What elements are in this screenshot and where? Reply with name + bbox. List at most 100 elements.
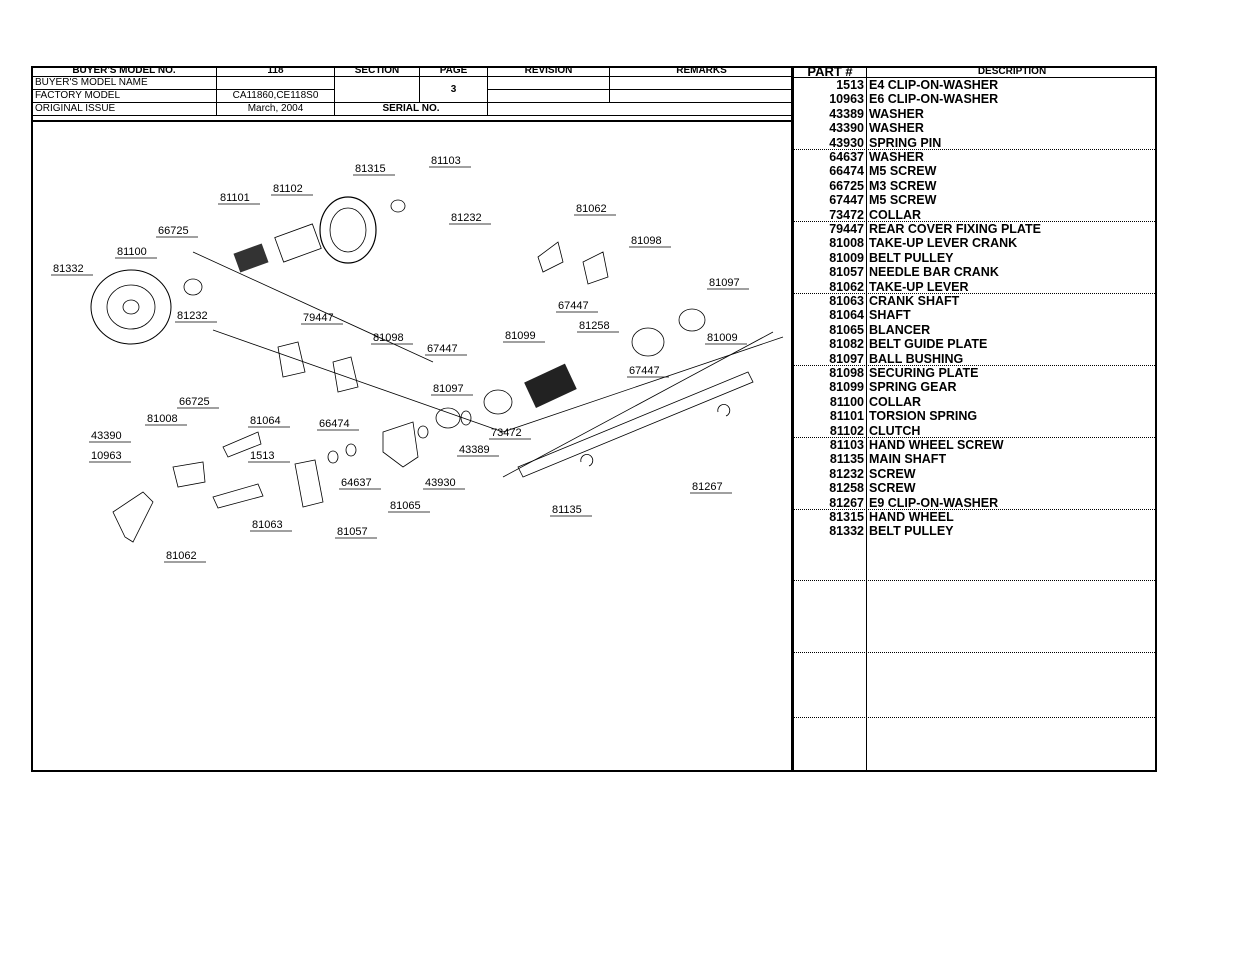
row-group-separator: [794, 293, 1157, 294]
washer-64637: [327, 450, 339, 464]
diagram-labels: 8110381315811028110181232810626672581098…: [51, 155, 749, 563]
part-number: 73472: [829, 207, 864, 222]
part-number: 64637: [829, 150, 864, 164]
part-number: 66725: [829, 178, 864, 193]
buyers-model-name-value: [216, 76, 335, 90]
part-callout-label: 79447: [303, 312, 334, 324]
part-description: SCREW: [869, 466, 916, 481]
washer-43390: [460, 410, 472, 426]
needle-bar-crank-81057: [294, 459, 324, 508]
collar-81100: [183, 278, 203, 296]
buyers-model-name-label: BUYER'S MODEL NAME: [31, 76, 217, 90]
part-number: 81232: [829, 466, 864, 481]
part-row: 81232 SCREW: [794, 467, 1157, 481]
clip-washer-81267-b: [717, 404, 731, 417]
remarks-cell-2: [609, 89, 794, 103]
revision-cell: [487, 76, 610, 90]
part-number: 43930: [829, 135, 864, 150]
leader-line: [192, 251, 434, 363]
take-up-lever-crank-81008: [172, 461, 206, 488]
part-number: 81098: [829, 366, 864, 380]
washer-43389-b: [417, 425, 429, 439]
row-group-separator: [794, 509, 1157, 510]
part-description: M5 SCREW: [869, 193, 937, 208]
part-callout-label: 81099: [505, 330, 536, 342]
part-callout-label: 81057: [337, 526, 368, 538]
part-callout-label: 81315: [355, 163, 386, 175]
part-number: 66474: [829, 164, 864, 179]
part-row: 81098 SECURING PLATE: [794, 366, 1157, 380]
part-description: SECURING PLATE: [869, 366, 979, 380]
part-description: SCREW: [869, 481, 916, 496]
header-block: BUYER'S MODEL NO. 118 SECTION PAGE REVIS…: [31, 66, 794, 122]
part-callout-label: 81009: [707, 332, 738, 344]
part-description: M5 SCREW: [869, 164, 937, 179]
part-callout-label: 81267: [692, 481, 723, 493]
header-table: BUYER'S MODEL NO. 118 SECTION PAGE REVIS…: [31, 66, 794, 116]
part-callout-label: 66725: [158, 225, 189, 237]
part-description: E9 CLIP-ON-WASHER: [869, 495, 999, 510]
section-value: [334, 76, 420, 103]
part-callout-label: 43390: [91, 430, 122, 442]
part-number: 43390: [829, 121, 864, 136]
part-number: 81135: [829, 452, 864, 467]
part-number: 81315: [829, 510, 864, 524]
part-number: 81258: [829, 481, 864, 496]
revision-label: REVISION: [487, 66, 610, 77]
part-callout-label: 81008: [147, 413, 178, 425]
part-callout-label: 81100: [117, 246, 147, 258]
part-number: 81064: [829, 308, 864, 323]
part-row: 81062 TAKE-UP LEVER: [794, 280, 1157, 294]
part-description: BELT PULLEY: [869, 524, 954, 539]
belt-pulley-81009: [631, 327, 665, 357]
part-callout-label: 43389: [459, 444, 490, 456]
part-description: BELT PULLEY: [869, 250, 954, 265]
row-group-separator: [794, 221, 1157, 222]
part-number: 43389: [829, 106, 864, 121]
part-callout-label: 81232: [451, 212, 482, 224]
part-callout-label: 66474: [319, 418, 350, 430]
buyers-model-no-label: BUYER'S MODEL NO.: [31, 66, 217, 77]
part-number: 81062: [829, 279, 864, 294]
part-description: SPRING GEAR: [869, 380, 957, 395]
part-description: TAKE-UP LEVER: [869, 279, 969, 294]
part-description: BELT GUIDE PLATE: [869, 337, 988, 352]
part-number: 81063: [829, 294, 864, 308]
crank-shaft-81063: [212, 483, 264, 509]
part-number: 81065: [829, 322, 864, 337]
part-description: CLUTCH: [869, 423, 921, 438]
part-callout-label: 43930: [425, 477, 456, 489]
part-description: E6 CLIP-ON-WASHER: [869, 92, 999, 107]
part-number: 81099: [829, 380, 864, 395]
securing-plate-81098-b: [332, 356, 359, 393]
part-row: 81099 SPRING GEAR: [794, 380, 1157, 394]
part-description: HAND WHEEL SCREW: [869, 438, 1004, 452]
part-description: COLLAR: [869, 207, 922, 222]
part-callout-label: 67447: [427, 343, 458, 355]
belt-pulley-81332: [90, 269, 172, 345]
part-number: 81057: [829, 265, 864, 280]
part-callout-label: 81098: [631, 235, 662, 247]
hand-wheel-81315: [319, 196, 377, 264]
part-description: NEEDLE BAR CRANK: [869, 265, 999, 280]
part-callout-label: 67447: [629, 365, 660, 377]
exploded-diagram: 8110381315811028110181232810626672581098…: [51, 155, 784, 563]
factory-model-value: CA11860,CE118S0: [216, 89, 335, 103]
parts-table-header: PART # DESCRIPTION: [794, 65, 1157, 78]
spring-gear-81099: [524, 363, 577, 408]
part-callout-label: 81098: [373, 332, 404, 344]
row-group-separator: [794, 437, 1157, 438]
torsion-spring-81101: [233, 243, 269, 273]
